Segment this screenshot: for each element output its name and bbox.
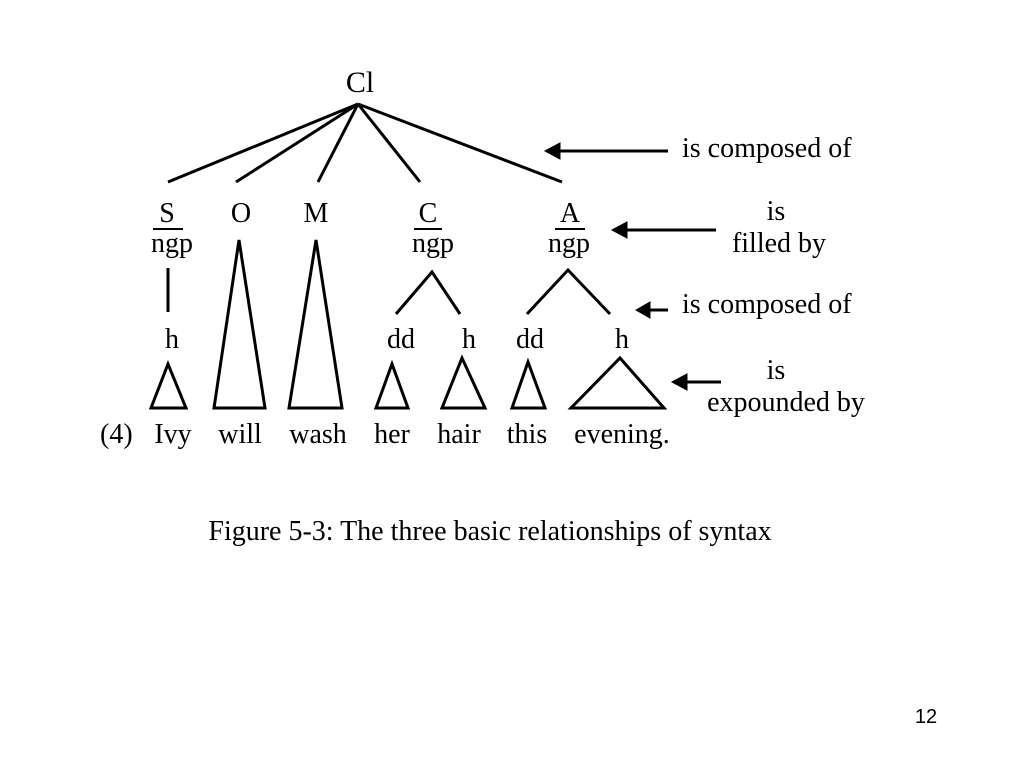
- a-modifier-label: dd: [516, 324, 544, 355]
- element-a-label: A: [560, 198, 581, 229]
- word-ivy: Ivy: [154, 419, 191, 450]
- root-node-label: Cl: [346, 66, 374, 99]
- a-head-label: h: [615, 324, 629, 355]
- word-her: her: [374, 419, 410, 450]
- root-branches: [167, 102, 563, 184]
- element-m-label: M: [304, 198, 329, 229]
- branch-to-o: [235, 102, 359, 184]
- word-wash: wash: [289, 419, 347, 450]
- word-evening: evening.: [574, 419, 670, 450]
- figure-caption: Figure 5-3: The three basic relationship…: [208, 516, 772, 547]
- relation-filled-by-line-1: is: [767, 196, 786, 227]
- element-c-label: C: [419, 198, 438, 229]
- c-modifier-label: dd: [387, 324, 415, 355]
- relation-expounded-by-line-2: expounded by: [707, 387, 865, 418]
- triangle-evening: [567, 355, 668, 410]
- relation-composed-of-2: is composed of: [682, 289, 852, 320]
- c-head-label: h: [462, 324, 476, 355]
- relation-expounded-by-line-1: is: [767, 355, 786, 386]
- branch-to-c: [356, 103, 422, 183]
- c-group-branches: [394, 269, 462, 315]
- triangle-hair: [439, 354, 488, 410]
- relation-arrows: [543, 142, 721, 391]
- group-branches: [166, 267, 612, 316]
- branch-to-m: [316, 103, 360, 183]
- page-number: 12: [914, 706, 938, 728]
- word-hair: hair: [437, 419, 481, 450]
- triangle-her: [373, 359, 411, 410]
- arrow-filled-head: [610, 221, 628, 239]
- relation-composed-of-1: is composed of: [682, 133, 852, 164]
- branch-to-s: [167, 102, 359, 184]
- triangle-ivy: [148, 359, 189, 410]
- element-o-label: O: [231, 198, 251, 229]
- s-head-label: h: [165, 324, 179, 355]
- example-number: (4): [100, 419, 133, 450]
- a-class-label: ngp: [548, 228, 590, 259]
- triangle-this: [509, 357, 548, 410]
- triangle-wash: [287, 239, 344, 410]
- a-group-branches: [525, 267, 612, 316]
- triangle-will: [212, 239, 267, 410]
- branch-to-a: [357, 102, 563, 184]
- relation-filled-by-line-2: filled by: [732, 228, 826, 259]
- arrow-composed-1-head: [543, 142, 561, 160]
- arrow-expounded-head: [670, 373, 688, 391]
- word-triangles: [148, 239, 668, 410]
- word-will: will: [218, 419, 262, 450]
- c-class-label: ngp: [412, 228, 454, 259]
- word-this: this: [507, 419, 547, 450]
- arrow-composed-2-head: [634, 301, 651, 319]
- s-class-label: ngp: [151, 228, 193, 259]
- element-s-label: S: [159, 198, 175, 229]
